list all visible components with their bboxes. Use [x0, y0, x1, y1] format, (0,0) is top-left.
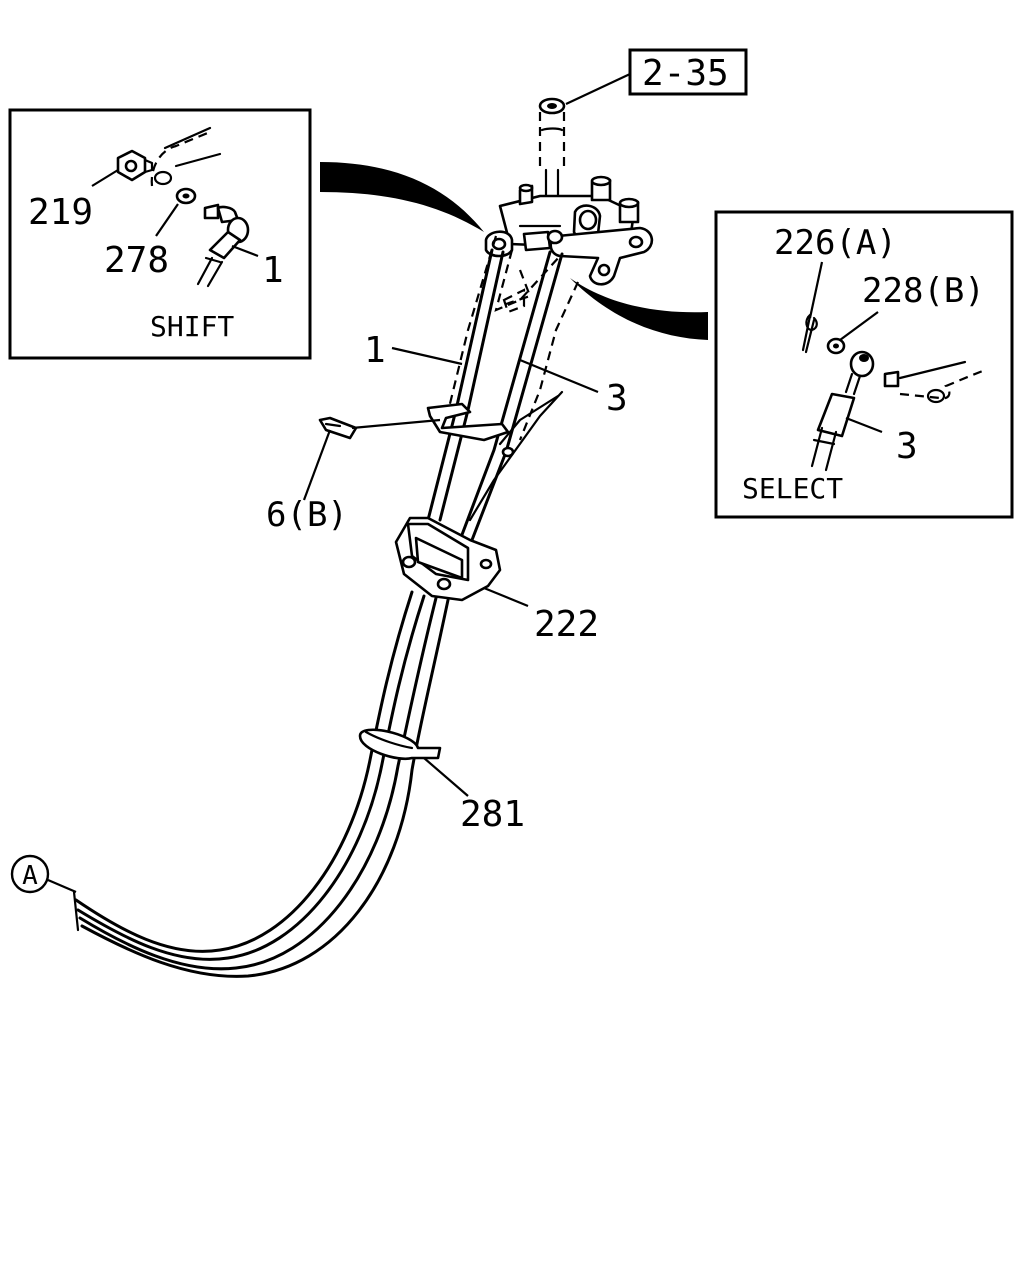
shift-pointer-swoosh — [320, 162, 484, 232]
bracket-222-icon — [394, 516, 502, 602]
select-inset: 226(A) 228(B) 3 SELECT — [714, 210, 1014, 519]
reference-box-frame — [628, 48, 748, 96]
select-cable-callout: 3 — [606, 378, 628, 419]
shift-washer-label: 278 — [104, 240, 169, 281]
reference-box: 2-35 — [565, 48, 748, 105]
nut-icon — [116, 149, 154, 182]
washer-icon — [175, 187, 197, 205]
select-lever-arm — [883, 360, 986, 404]
select-pin-label: 226(A) — [774, 223, 897, 263]
shifter-assembly — [72, 97, 654, 978]
shift-inset-frame — [8, 108, 312, 360]
marker-circle-icon — [10, 854, 50, 894]
select-inset-title: SELECT — [742, 472, 843, 505]
clip-icon — [318, 416, 358, 440]
shift-inset-title: SHIFT — [150, 310, 234, 343]
split-pin-icon — [801, 313, 818, 354]
shift-inset: 219 278 1 SHIFT — [8, 108, 312, 360]
reference-box-label: 2-35 — [642, 53, 729, 94]
select-pointer-swoosh — [570, 278, 708, 340]
bracket-callout: 222 — [534, 604, 599, 645]
clamp-281-icon — [358, 728, 442, 761]
shift-cable-end-label: 1 — [262, 250, 284, 291]
clip-callout: 6(B) — [266, 495, 348, 535]
cable-bundle — [72, 590, 450, 978]
connector-marker-label: A — [22, 861, 38, 891]
select-cable-end-label: 3 — [896, 426, 918, 467]
shift-nut-label: 219 — [28, 192, 93, 233]
clamp-callout: 281 — [460, 794, 525, 835]
connector-marker: A — [10, 854, 77, 894]
washer-icon — [826, 337, 846, 355]
select-cable-end-icon — [810, 350, 875, 472]
select-washer-label: 228(B) — [862, 271, 985, 311]
shift-lever-arm — [150, 126, 222, 187]
shift-cable-end-icon — [196, 203, 250, 288]
shift-cable-callout: 1 — [364, 330, 386, 371]
